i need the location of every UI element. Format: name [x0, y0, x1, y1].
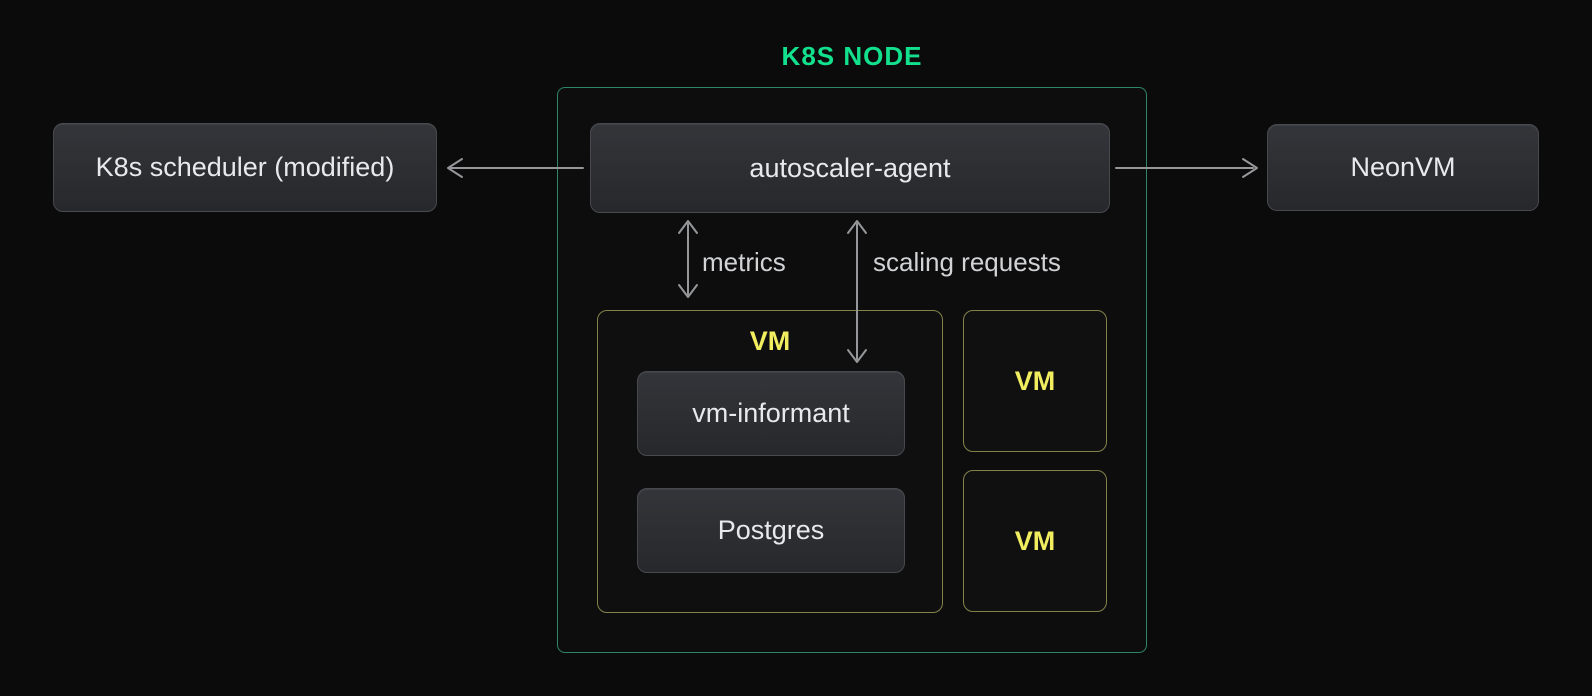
vm-small-bottom-container: VM — [963, 470, 1107, 612]
k8s-node-title: K8S NODE — [781, 41, 923, 71]
edge-label-scaling-requests: scaling requests — [873, 247, 1061, 277]
node-vm-informant-label: vm-informant — [692, 398, 850, 428]
edge-label-metrics: metrics — [702, 247, 786, 277]
node-k8s-scheduler: K8s scheduler (modified) — [53, 123, 437, 212]
node-neonvm-label: NeonVM — [1350, 152, 1456, 182]
node-autoscaler-agent: autoscaler-agent — [590, 123, 1110, 213]
node-postgres-label: Postgres — [717, 515, 825, 545]
vm-small-top-label: VM — [1014, 365, 1056, 396]
vm-small-top-container: VM — [963, 310, 1107, 452]
node-autoscaler-agent-label: autoscaler-agent — [749, 152, 951, 183]
vm-main-label: VM — [749, 326, 791, 356]
vm-small-bottom-label: VM — [1014, 525, 1056, 556]
node-k8s-scheduler-label: K8s scheduler (modified) — [95, 152, 395, 182]
node-vm-informant: vm-informant — [637, 371, 905, 456]
node-postgres: Postgres — [637, 488, 905, 573]
node-neonvm: NeonVM — [1267, 124, 1539, 211]
